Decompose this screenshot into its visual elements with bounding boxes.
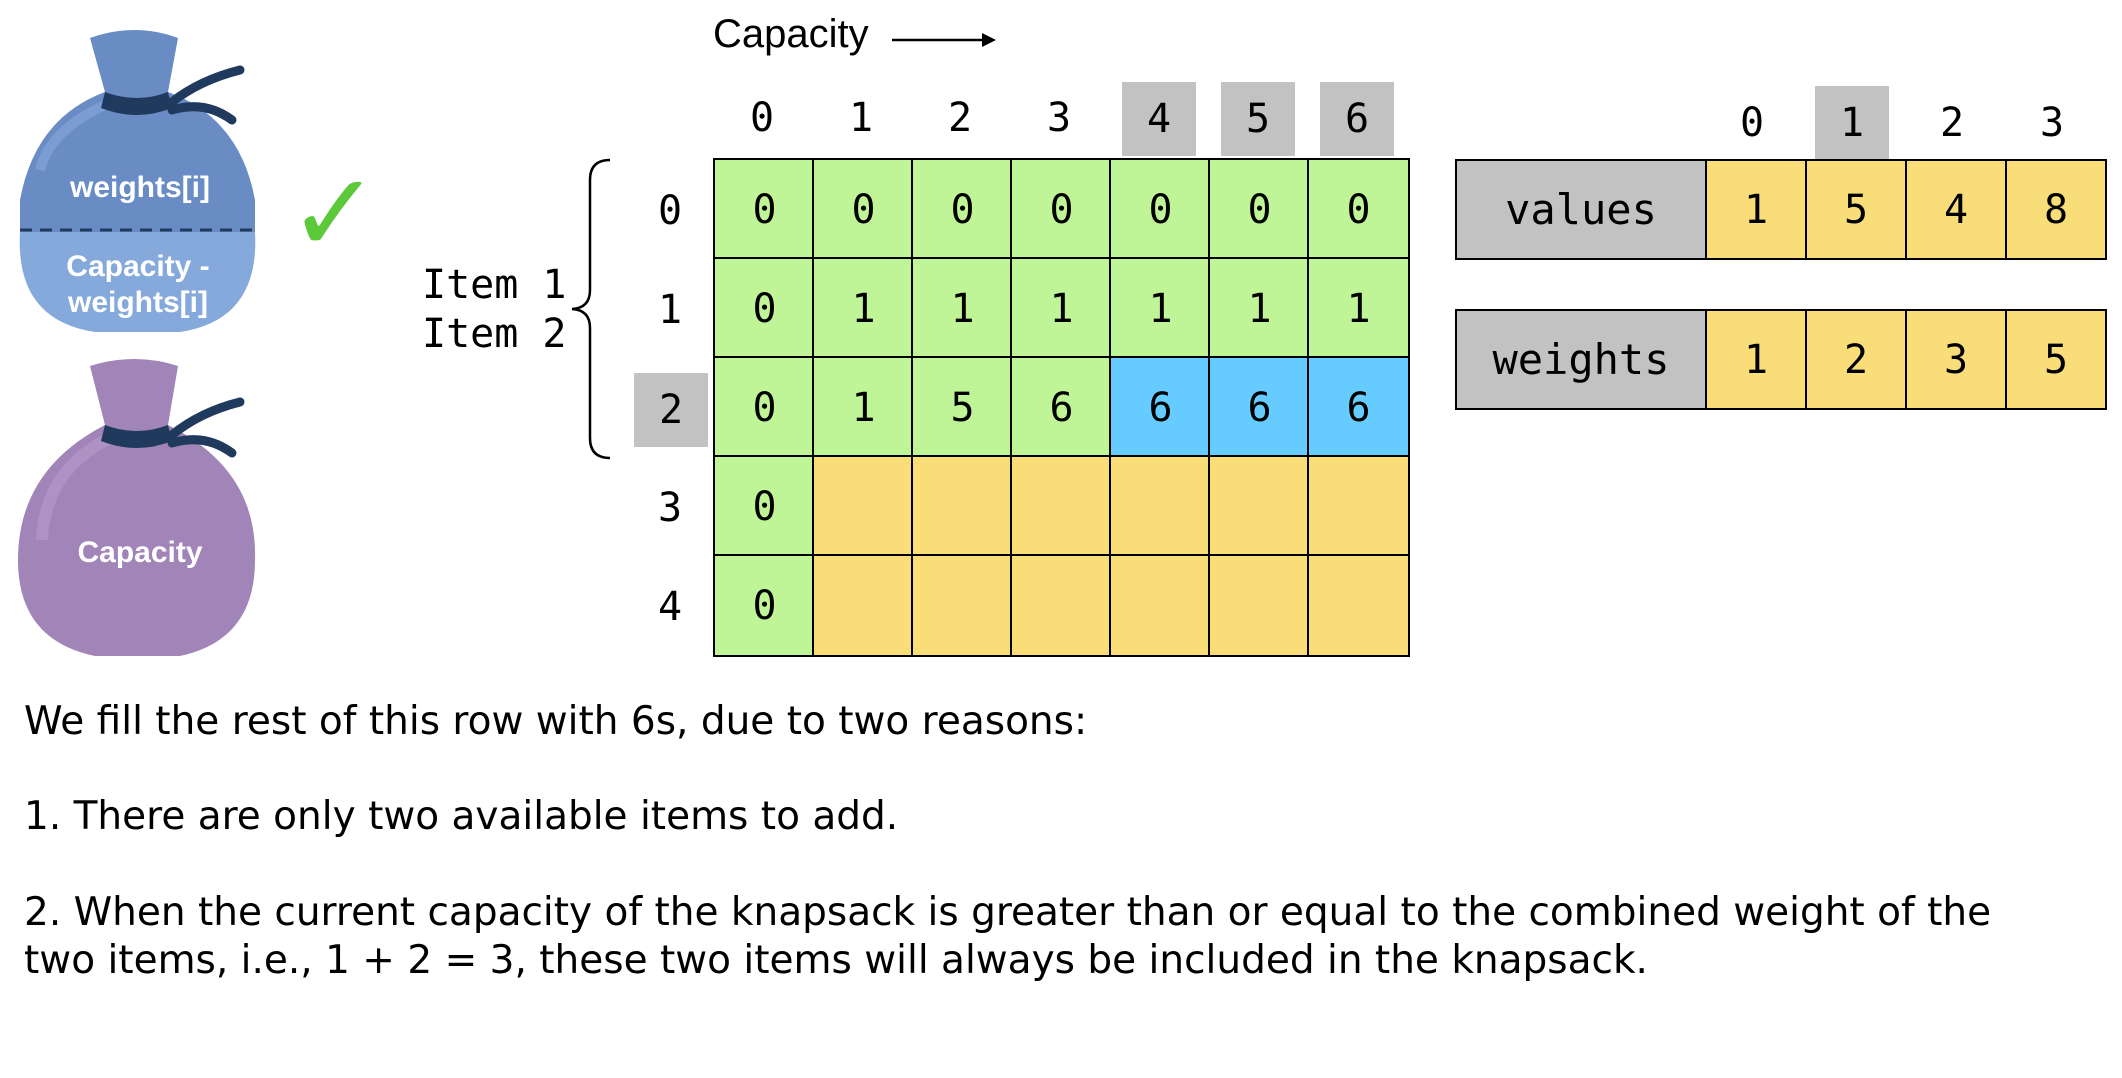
dp-cell: 0 [1010, 158, 1113, 261]
dp-cell [1109, 554, 1212, 657]
row-header: 4 [657, 584, 683, 630]
dp-cell: 1 [1010, 257, 1113, 360]
values-cell: 4 [1905, 159, 2007, 260]
dp-cell: 0 [713, 356, 816, 459]
capacity-sack: Capacity [18, 359, 256, 656]
dp-cell [1208, 554, 1311, 657]
dp-cell [812, 554, 915, 657]
row-header: 0 [657, 188, 683, 234]
col-header: 1 [848, 95, 874, 141]
row-header: 3 [657, 485, 683, 531]
explanation-line: We fill the rest of this row with 6s, du… [24, 699, 1088, 744]
weights-sack: weights[i] Capacity - weights[i] [19, 30, 256, 332]
sack-lower-label-line2: weights[i] [67, 286, 208, 319]
item-brace-icon [571, 158, 611, 460]
array-index-highlighted: 1 [1815, 86, 1889, 160]
dp-cell: 0 [713, 158, 816, 261]
array-index: 2 [1939, 100, 1965, 146]
values-cell: 1 [1705, 159, 1807, 260]
col-header-highlighted: 5 [1221, 82, 1295, 156]
dp-cell: 6 [1109, 356, 1212, 459]
col-header: 3 [1046, 95, 1072, 141]
dp-cell: 0 [1208, 158, 1311, 261]
dp-cell: 0 [812, 158, 915, 261]
row-header-highlighted: 2 [634, 373, 708, 447]
explanation-line: 1. There are only two available items to… [24, 794, 899, 839]
dp-cell: 1 [1208, 257, 1311, 360]
dp-cell: 0 [713, 455, 816, 558]
dp-cell [812, 455, 915, 558]
dp-cell: 0 [713, 554, 816, 657]
dp-cell [1307, 455, 1410, 558]
weights-label: weights [1455, 309, 1707, 410]
col-header: 2 [947, 95, 973, 141]
capacity-arrow-icon [892, 33, 996, 47]
dp-cell: 0 [911, 158, 1014, 261]
array-index: 3 [2039, 100, 2065, 146]
dp-cell [1010, 455, 1113, 558]
sacks-illustration: weights[i] Capacity - weights[i] Capacit… [0, 0, 380, 680]
dp-cell: 1 [812, 356, 915, 459]
col-header-highlighted: 6 [1320, 82, 1394, 156]
dp-cell: 1 [1307, 257, 1410, 360]
dp-cell: 6 [1208, 356, 1311, 459]
dp-cell: 1 [911, 257, 1014, 360]
dp-cell: 0 [1109, 158, 1212, 261]
dp-cell: 6 [1010, 356, 1113, 459]
weights-cell: 3 [1905, 309, 2007, 410]
item-label: Item 2 [422, 311, 567, 357]
array-index: 0 [1739, 100, 1765, 146]
dp-cell: 1 [1109, 257, 1212, 360]
dp-cell: 6 [1307, 356, 1410, 459]
sack-upper-label: weights[i] [69, 171, 210, 204]
dp-cell [1010, 554, 1113, 657]
sack-lower-label-line1: Capacity - [66, 250, 209, 283]
dp-cell [1109, 455, 1212, 558]
col-header-highlighted: 4 [1122, 82, 1196, 156]
capacity-axis-title: Capacity [713, 12, 869, 57]
row-header: 1 [657, 287, 683, 333]
capacity-title-text: Capacity [713, 12, 869, 56]
explanation-line: two items, i.e., 1 + 2 = 3, these two it… [24, 938, 1648, 983]
check-icon: ✓ [288, 149, 381, 277]
weights-cell: 2 [1805, 309, 1907, 410]
values-label: values [1455, 159, 1707, 260]
dp-cell: 0 [1307, 158, 1410, 261]
values-cell: 8 [2005, 159, 2107, 260]
dp-cell: 1 [812, 257, 915, 360]
dp-cell [911, 455, 1014, 558]
weights-cell: 1 [1705, 309, 1807, 410]
dp-cell [911, 554, 1014, 657]
weights-cell: 5 [2005, 309, 2107, 410]
col-header: 0 [749, 95, 775, 141]
capacity-sack-label: Capacity [77, 536, 202, 569]
sack-graphics: weights[i] Capacity - weights[i] Capacit… [18, 30, 256, 656]
dp-cell: 0 [713, 257, 816, 360]
dp-cell: 5 [911, 356, 1014, 459]
item-label: Item 1 [422, 262, 567, 308]
dp-cell [1208, 455, 1311, 558]
dp-cell [1307, 554, 1410, 657]
explanation-line: 2. When the current capacity of the knap… [24, 890, 1992, 935]
values-cell: 5 [1805, 159, 1907, 260]
